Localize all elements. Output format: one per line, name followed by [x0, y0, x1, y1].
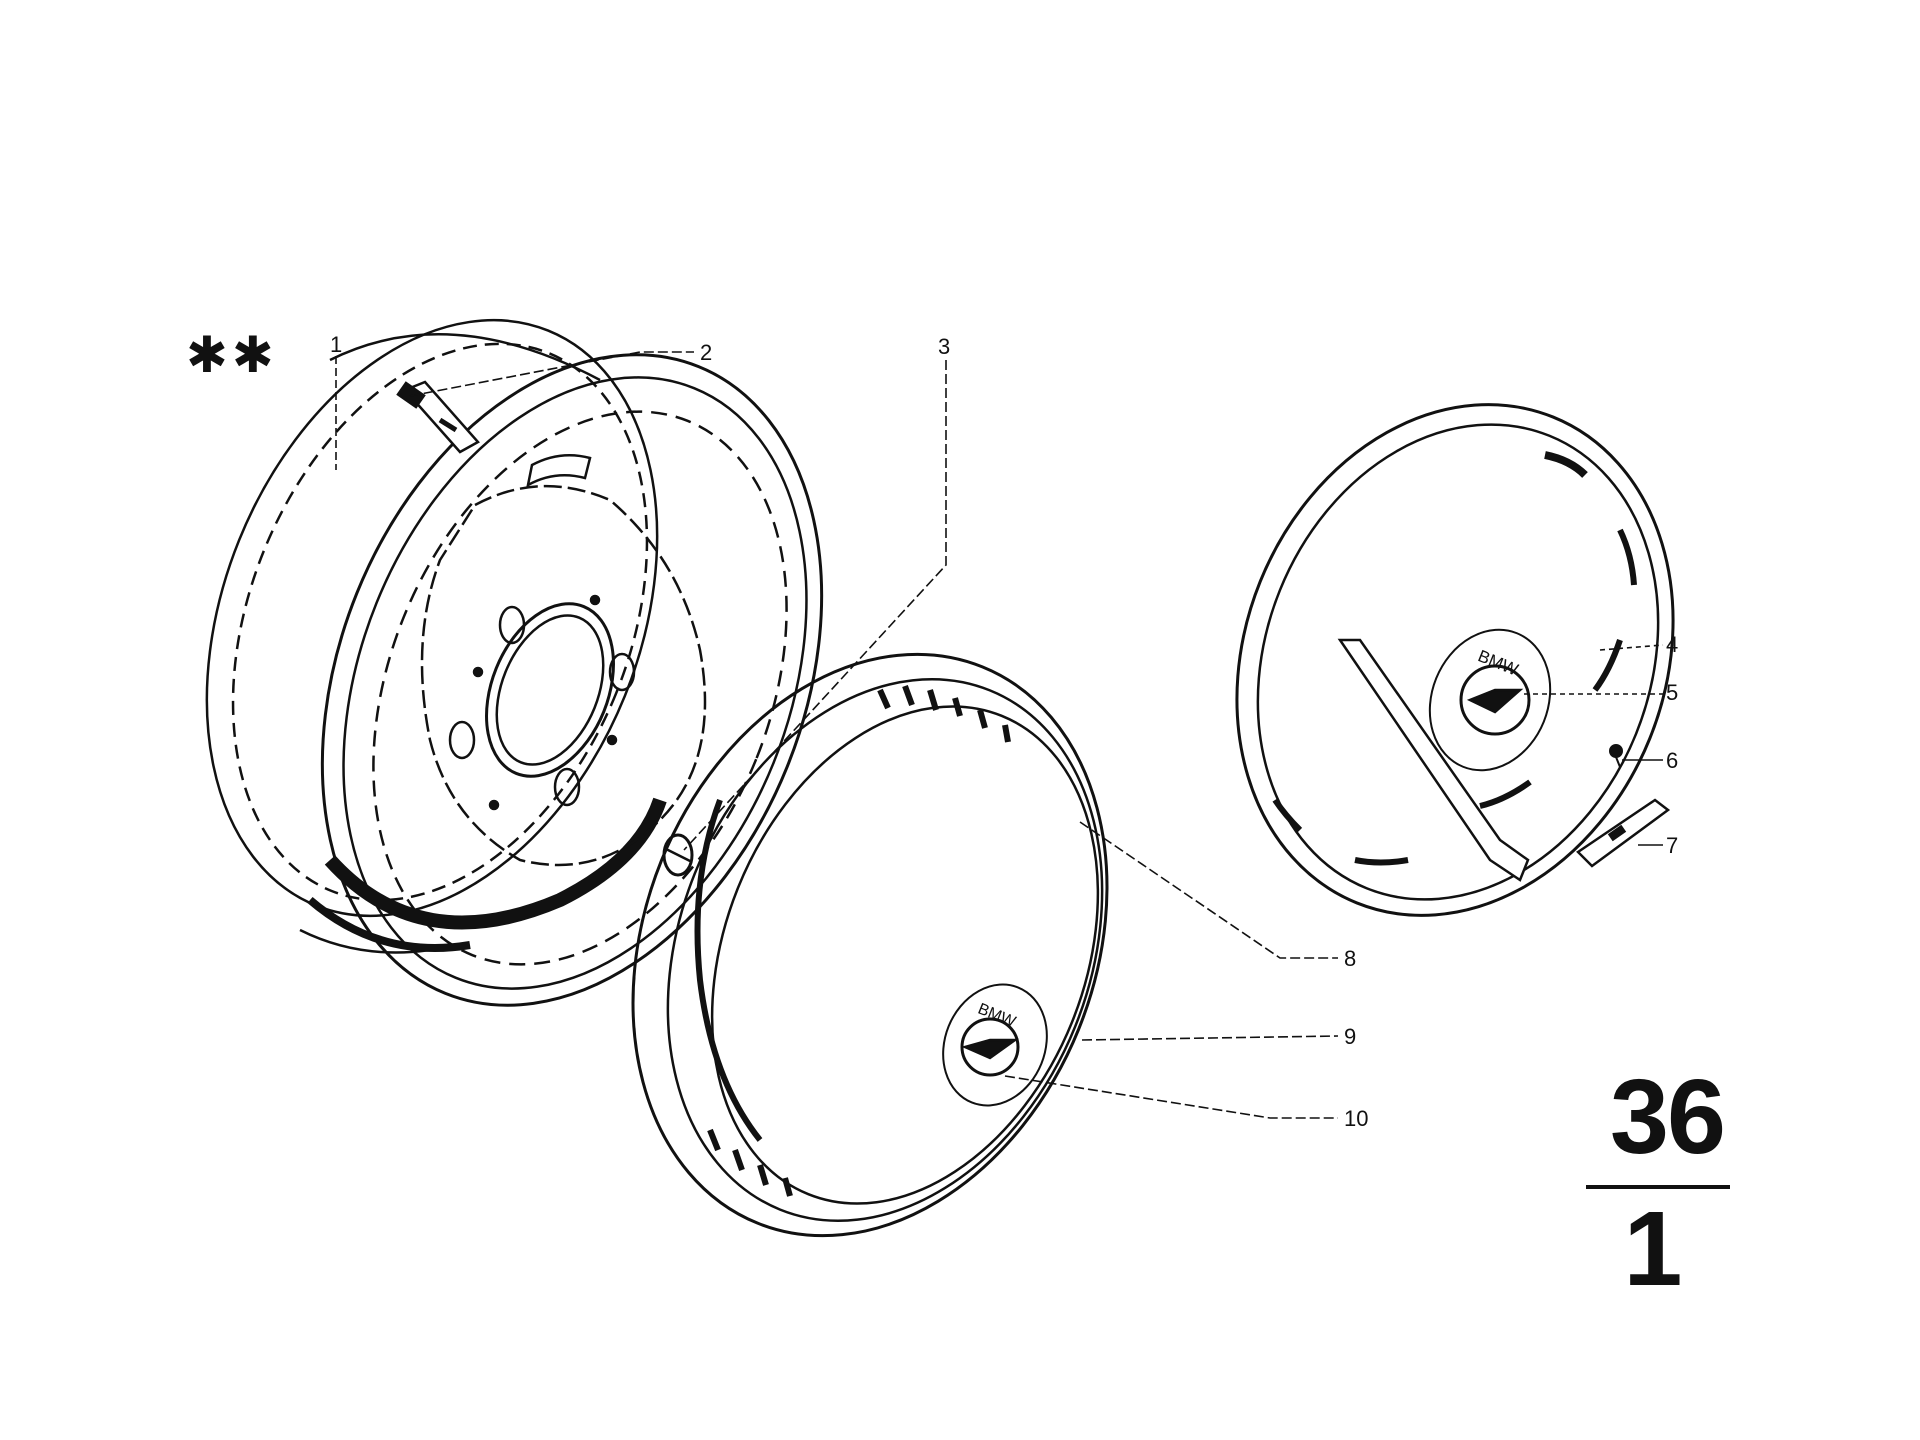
leader-line-4	[1599, 644, 1664, 651]
callout-3: 3	[938, 334, 950, 359]
callout-9: 9	[1344, 1024, 1356, 1049]
callout-7: 7	[1666, 833, 1678, 858]
leader-line-8	[1079, 821, 1338, 959]
callout-1: 1	[330, 332, 342, 357]
hubcap-lower-illustration	[631, 652, 1109, 1238]
clip-illustration	[1576, 798, 1671, 868]
valve-stem-illustration	[396, 380, 480, 454]
leader-lines	[335, 351, 1664, 1119]
screw-illustration	[1609, 744, 1623, 768]
callout-6: 6	[1666, 748, 1678, 773]
leader-line-3	[683, 360, 947, 851]
callout-5: 5	[1666, 680, 1678, 705]
callout-10: 10	[1344, 1106, 1368, 1131]
double-star-marker: ✱✱	[186, 326, 278, 384]
reference-group-number: 36	[1610, 1058, 1726, 1176]
reference-divider	[1586, 1185, 1730, 1189]
hubcap-upper-illustration	[1235, 403, 1675, 917]
hubcap-lower-emblem-text: BMW	[975, 1001, 1018, 1032]
callout-4: 4	[1666, 632, 1678, 657]
reference-page-number: 1	[1623, 1190, 1683, 1308]
leader-line-2	[409, 351, 694, 397]
wheel-rim-illustration	[205, 318, 824, 1007]
callout-2: 2	[700, 340, 712, 365]
leader-line-10	[1004, 1075, 1338, 1119]
hubcap-emblem-text: BMW	[1475, 646, 1521, 679]
callout-8: 8	[1344, 946, 1356, 971]
leader-line-9	[1081, 1035, 1339, 1041]
